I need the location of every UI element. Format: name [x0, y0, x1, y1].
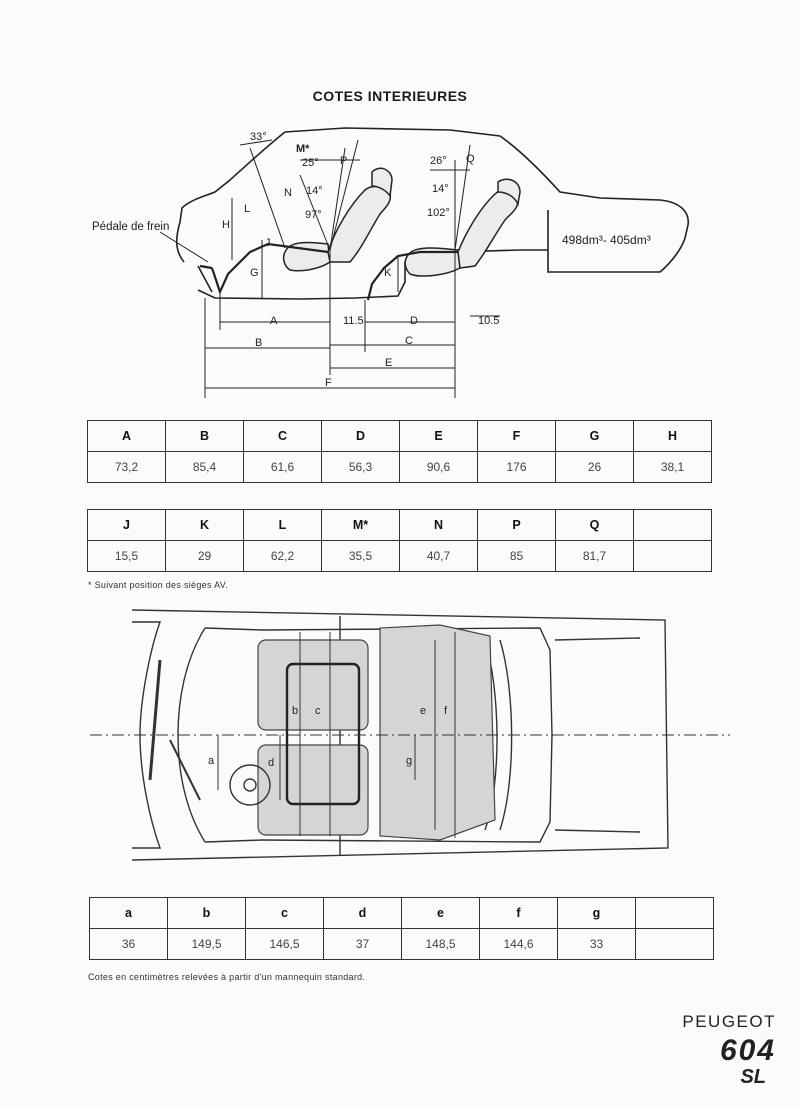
angle-25: 25°	[302, 157, 319, 169]
table2-header: Q	[555, 509, 634, 541]
dim-D: D	[410, 315, 418, 327]
table3-header: e	[401, 897, 480, 929]
dim-10-5: 10.5	[478, 315, 499, 327]
table2-value: 62,2	[243, 540, 322, 572]
top-letter-a: a	[208, 755, 215, 767]
angle-97: 97°	[305, 209, 322, 221]
table3-value: 148,5	[401, 928, 480, 960]
letter-N: N	[284, 187, 292, 199]
angle-102: 102°	[427, 207, 450, 219]
table1-header: A	[87, 420, 166, 452]
seat-position-footnote: * Suivant position des sièges AV.	[88, 580, 228, 590]
top-letter-f: f	[444, 705, 448, 717]
table1-header: F	[477, 420, 556, 452]
table1-header: G	[555, 420, 634, 452]
brake-pedal-label: Pédale de frein	[92, 221, 169, 233]
table3-header: d	[323, 897, 402, 929]
table3-value: 144,6	[479, 928, 558, 960]
table2-header: L	[243, 509, 322, 541]
table1-value: 26	[555, 451, 634, 483]
top-letter-b: b	[292, 705, 298, 717]
table1-value: 90,6	[399, 451, 478, 483]
table1-header: E	[399, 420, 478, 452]
top-letter-c: c	[315, 705, 321, 717]
table2-header: M*	[321, 509, 400, 541]
top-view-diagram: a b c d e f g	[90, 609, 730, 861]
brand-logo: PEUGEOT	[682, 1012, 776, 1031]
table1-value: 176	[477, 451, 556, 483]
table1-header: C	[243, 420, 322, 452]
table3-value: 146,5	[245, 928, 324, 960]
table2-value: 85	[477, 540, 556, 572]
table1-header: B	[165, 420, 244, 452]
table3-header: c	[245, 897, 324, 929]
version-logo: SL	[740, 1066, 766, 1088]
table1-value: 61,6	[243, 451, 322, 483]
table2-value: 35,5	[321, 540, 400, 572]
top-letter-d: d	[268, 757, 274, 769]
dim-E: E	[385, 357, 392, 369]
letter-L: L	[244, 203, 250, 215]
table3-header: f	[479, 897, 558, 929]
table2-value	[633, 540, 712, 572]
dim-B: B	[255, 337, 262, 349]
table2-header: J	[87, 509, 166, 541]
table2-header: K	[165, 509, 244, 541]
table1-value: 85,4	[165, 451, 244, 483]
table3-value: 37	[323, 928, 402, 960]
dimensions-table-3: a b c d e f g 36 149,5 146,5 37 148,5 14…	[89, 897, 714, 960]
table1-value: 73,2	[87, 451, 166, 483]
table2-header	[633, 509, 712, 541]
table1-header: H	[633, 420, 712, 452]
top-letter-g: g	[406, 755, 412, 767]
dim-11-5: 11.5	[343, 315, 364, 327]
table2-value: 81,7	[555, 540, 634, 572]
dim-F: F	[325, 377, 332, 389]
dimensions-table-1: A B C D E F G H 73,2 85,4 61,6 56,3 90,6…	[87, 420, 712, 483]
letter-Q: Q	[466, 153, 475, 165]
letter-H: H	[222, 219, 230, 231]
letter-P: P	[340, 155, 347, 167]
table3-value	[635, 928, 714, 960]
dim-C: C	[405, 335, 413, 347]
table2-header: P	[477, 509, 556, 541]
model-logo: 604	[719, 1034, 776, 1067]
table3-value: 36	[89, 928, 168, 960]
table3-header: g	[557, 897, 636, 929]
table3-header: a	[89, 897, 168, 929]
top-letter-e: e	[420, 705, 426, 717]
dimensions-table-2: J K L M* N P Q 15,5 29 62,2 35,5 40,7 85…	[87, 509, 712, 572]
page-title: COTES INTERIEURES	[312, 88, 468, 104]
table2-value: 40,7	[399, 540, 478, 572]
side-view-diagram: 33° M* 25° P N 14° L 97° H J G 26° Q 14°…	[92, 127, 689, 398]
table3-header: b	[167, 897, 246, 929]
table2-header: N	[399, 509, 478, 541]
table3-value: 33	[557, 928, 636, 960]
table3-header	[635, 897, 714, 929]
table3-value: 149,5	[167, 928, 246, 960]
table1-value: 38,1	[633, 451, 712, 483]
letter-M: M*	[296, 143, 310, 155]
letter-K: K	[384, 267, 392, 279]
angle-14-front: 14°	[306, 185, 323, 197]
table2-value: 15,5	[87, 540, 166, 572]
table2-value: 29	[165, 540, 244, 572]
letter-G: G	[250, 267, 259, 279]
letter-J: J	[265, 237, 271, 249]
table1-header: D	[321, 420, 400, 452]
trunk-volume-label: 498dm³- 405dm³	[562, 233, 651, 247]
measurement-footnote: Cotes en centimètres relevées à partir d…	[88, 972, 366, 982]
table1-value: 56,3	[321, 451, 400, 483]
angle-26: 26°	[430, 155, 447, 167]
dim-A: A	[270, 315, 278, 327]
angle-33: 33°	[250, 131, 267, 143]
angle-14-rear: 14°	[432, 183, 449, 195]
